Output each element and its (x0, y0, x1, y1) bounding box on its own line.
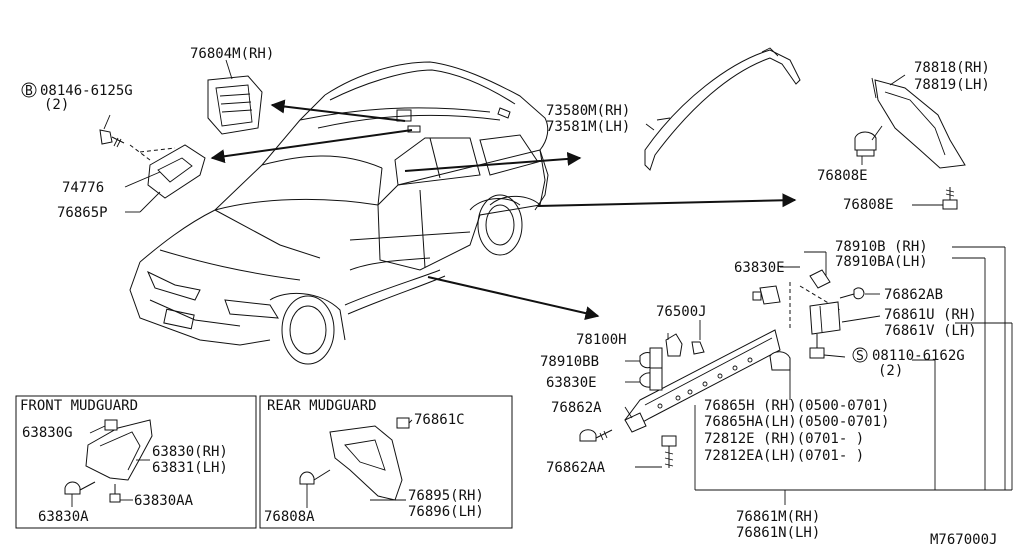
front-mudguard-title: FRONT MUDGUARD (20, 398, 138, 414)
label-76861U: 76861U (RH) (884, 307, 977, 323)
label-76861N: 76861N(LH) (736, 525, 820, 541)
label-screw-ref: 08110-6162G (872, 348, 965, 364)
label-63830E-lower: 63830E (546, 375, 597, 391)
label-78910BB: 78910BB (540, 354, 599, 370)
rear-mudguard-title: REAR MUDGUARD (267, 398, 377, 414)
label-76861M: 76861M(RH) (736, 509, 820, 525)
car-illustration (129, 61, 549, 365)
label-76861V: 76861V (LH) (884, 323, 977, 339)
screw-marker-icon (852, 347, 868, 363)
label-73581M: 73581M(LH) (546, 119, 630, 135)
label-63831: 63831(LH) (152, 460, 228, 476)
label-76865HA: 76865HA(LH)(0500-0701) (704, 414, 889, 430)
label-72812EA: 72812EA(LH)(0701- ) (704, 448, 864, 464)
label-76896: 76896(LH) (408, 504, 484, 520)
label-78910BA: 78910BA(LH) (835, 254, 928, 270)
label-bolt-marker: B (25, 84, 33, 99)
label-76804M: 76804M(RH) (190, 46, 274, 62)
label-76500J: 76500J (656, 304, 707, 320)
label-76861C: 76861C (414, 412, 465, 428)
part-78818-corner (854, 77, 966, 210)
label-76808E-screw: 76808E (843, 197, 894, 213)
label-78818: 78818(RH) (914, 60, 990, 76)
label-73580M: 73580M(RH) (546, 103, 630, 119)
label-76808E-clip: 76808E (817, 168, 868, 184)
label-63830G: 63830G (22, 425, 73, 441)
label-63830: 63830(RH) (152, 444, 228, 460)
label-78910B: 78910B (RH) (835, 239, 928, 255)
label-screw-qty: (2) (878, 363, 903, 379)
label-screw-marker: S (856, 349, 864, 364)
bolt-marker-icon (21, 82, 37, 98)
label-76865H: 76865H (RH)(0500-0701) (704, 398, 889, 414)
label-63830E-upper: 63830E (734, 260, 785, 276)
leader-lines (103, 74, 1013, 505)
part-74776-bracket (99, 129, 206, 199)
label-76865P: 76865P (57, 205, 108, 221)
label-72812E: 72812E (RH)(0701- ) (704, 431, 864, 447)
diagram-code: M767000J (930, 532, 997, 548)
label-78100H: 78100H (576, 332, 627, 348)
label-74776: 74776 (62, 180, 104, 196)
label-76862AB: 76862AB (884, 287, 943, 303)
part-76804M (207, 59, 263, 135)
part-clips-sill (579, 269, 865, 468)
label-63830AA: 63830AA (134, 493, 194, 509)
pointer-arrows (210, 99, 797, 321)
part-labels: 76804M(RH) B 08146-6125G (2) 74776 76865… (20, 46, 997, 548)
label-76895: 76895(RH) (408, 488, 484, 504)
front-mudguard-box (15, 395, 257, 529)
part-73580M-molding (644, 47, 801, 171)
part-sill-molding (624, 329, 781, 433)
label-bolt-qty: (2) (44, 97, 69, 113)
label-76862AA: 76862AA (546, 460, 606, 476)
rear-mudguard-box (259, 395, 513, 529)
label-78819: 78819(LH) (914, 77, 990, 93)
label-bolt-ref: 08146-6125G (40, 83, 133, 99)
label-76862A: 76862A (551, 400, 602, 416)
label-76808A: 76808A (264, 509, 315, 525)
label-63830A: 63830A (38, 509, 89, 525)
